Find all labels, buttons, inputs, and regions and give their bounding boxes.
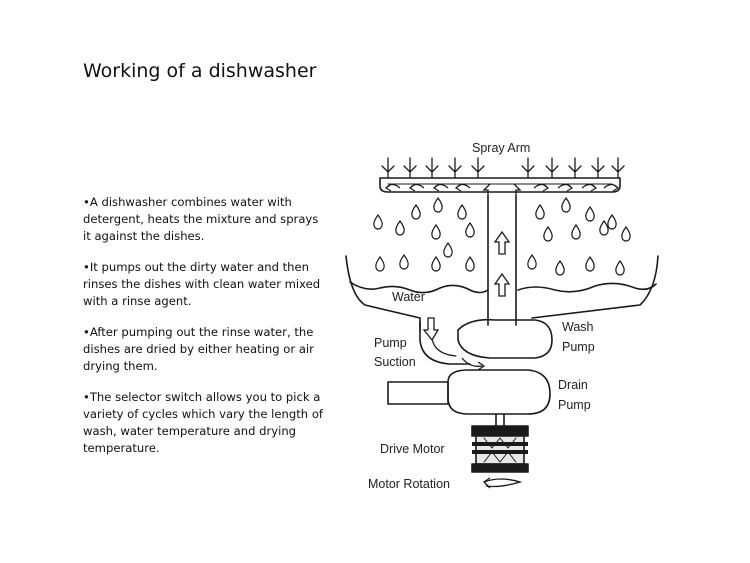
flow-arrow-icon (493, 272, 511, 297)
spray-arrow-icon (581, 183, 598, 192)
water-droplet-icon (527, 253, 537, 270)
spray-arrow-icon (545, 157, 559, 179)
bullet-item: •A dishwasher combines water with deterg… (83, 195, 319, 243)
suction-pipe-inner (431, 321, 457, 357)
water-droplet-icon (411, 203, 421, 220)
spray-arrow-icon (425, 157, 439, 179)
spray-arrow-icon (521, 157, 535, 179)
label-drive-motor: Drive Motor (380, 442, 445, 456)
spray-arrow-icon (603, 183, 620, 192)
label-wash-pump-1: Wash (562, 320, 594, 334)
water-droplet-icon (535, 203, 545, 220)
suction-pipe (419, 321, 471, 365)
water-droplet-icon (431, 223, 441, 240)
slide-title: Working of a dishwasher (83, 60, 317, 82)
flow-arrow-icon (513, 183, 522, 196)
spray-arrow-icon (533, 183, 550, 192)
water-droplet-icon (457, 203, 467, 220)
arm-flow-arrows (384, 183, 620, 192)
water-droplet-icon (555, 259, 565, 276)
wash-pump-housing (457, 318, 553, 359)
flow-arrow-icon (422, 317, 440, 342)
water-droplet-icon (607, 213, 617, 230)
spray-arrow-icon (471, 157, 485, 179)
spray-nozzles (381, 157, 625, 179)
water-droplet-icon (433, 196, 443, 213)
water-droplet-icon (465, 221, 475, 238)
bullet-item: •The selector switch allows you to pick … (83, 390, 323, 455)
drain-pump-housing (447, 369, 551, 415)
water-droplets (373, 196, 631, 276)
label-motor-rotation: Motor Rotation (368, 477, 450, 491)
bullet-item: •It pumps out the dirty water and then r… (83, 260, 321, 308)
spray-arrow-icon (611, 157, 625, 179)
water-droplet-icon (571, 223, 581, 240)
spray-arrow-icon (454, 183, 471, 192)
spray-arrow-icon (448, 157, 462, 179)
water-droplet-icon (465, 255, 475, 272)
bullet-item: •After pumping out the rinse water, the … (83, 325, 314, 373)
flow-arrow-icon (461, 357, 486, 371)
flow-arrow-icon (493, 230, 511, 255)
water-surface (349, 281, 657, 294)
supply-pipe (487, 195, 517, 326)
water-droplet-icon (585, 255, 595, 272)
drive-motor (471, 425, 529, 473)
spray-arrow-icon (384, 183, 401, 192)
spray-arrow-icon (381, 157, 395, 179)
motor-shaft (495, 413, 505, 427)
water-droplet-icon (543, 225, 553, 242)
dishwasher-diagram: Spray Arm Water Wash Pump Pump Suction D… (345, 141, 659, 491)
water-droplet-icon (615, 259, 625, 276)
label-spray-arm: Spray Arm (472, 141, 530, 155)
spray-arrow-icon (591, 157, 605, 179)
water-droplet-icon (561, 196, 571, 213)
water-droplet-icon (395, 219, 405, 236)
water-droplet-icon (443, 241, 453, 258)
water-droplet-icon (375, 255, 385, 272)
spray-arrow-icon (568, 157, 582, 179)
water-droplet-icon (431, 255, 441, 272)
drain-outlet (387, 381, 449, 405)
spray-arm (379, 177, 621, 193)
label-drain-pump-2: Pump (558, 398, 591, 412)
label-pump-suction-1: Pump (374, 336, 407, 350)
water-droplet-icon (621, 225, 631, 242)
rotation-arrow-icon (482, 477, 523, 489)
label-wash-pump-2: Pump (562, 340, 595, 354)
bullet-list: •A dishwasher combines water with deterg… (83, 194, 323, 471)
pipe-flow-arrows (422, 183, 522, 371)
flow-arrow-icon (482, 183, 491, 196)
label-drain-pump-1: Drain (558, 378, 588, 392)
spray-arrow-icon (432, 183, 449, 192)
water-droplet-icon (599, 219, 609, 236)
label-pump-suction-2: Suction (374, 355, 416, 369)
water-droplet-icon (399, 253, 409, 270)
water-droplet-icon (585, 205, 595, 222)
spray-arrow-icon (403, 157, 417, 179)
label-water: Water (392, 290, 425, 304)
water-droplet-icon (373, 213, 383, 230)
spray-arrow-icon (408, 183, 425, 192)
spray-arrow-icon (557, 183, 574, 192)
